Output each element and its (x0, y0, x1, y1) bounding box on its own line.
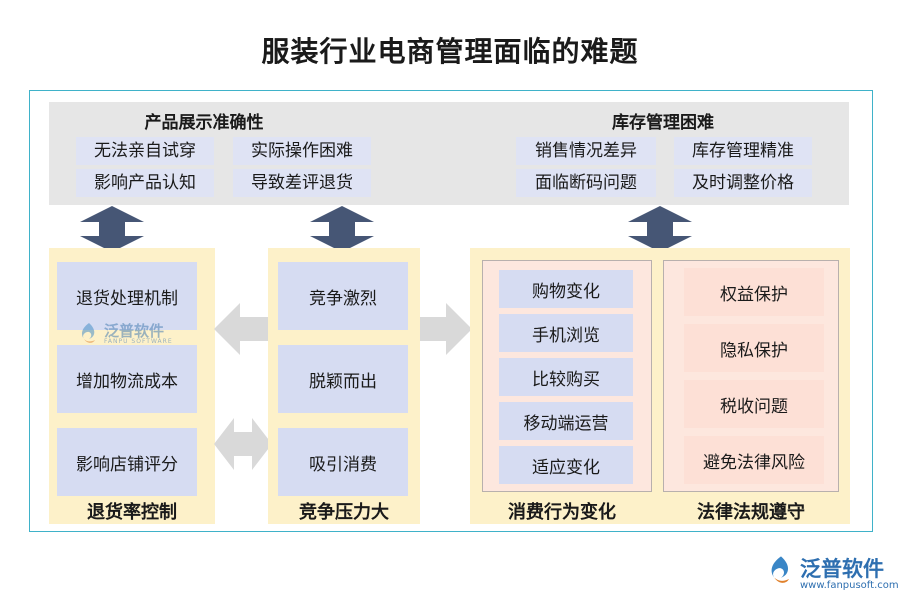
item-rights-protection: 权益保护 (684, 268, 824, 316)
watermark-center: 泛普软件 FANPU SOFTWARE (78, 320, 208, 350)
fanpu-logo-icon (81, 323, 95, 343)
item-avoid-legal-risk: 避免法律风险 (684, 436, 824, 484)
item-tax-issues: 税收问题 (684, 380, 824, 428)
box-attract-consumers: 吸引消费 (278, 428, 408, 496)
panel-label-competition: 竞争压力大 (299, 502, 389, 523)
box-stand-out: 脱颖而出 (278, 345, 408, 413)
box-logistics-cost: 增加物流成本 (57, 345, 197, 413)
double-arrow-vertical-left (80, 206, 144, 252)
double-arrow-vertical-right (628, 206, 692, 252)
tag-adjust-price: 及时调整价格 (674, 169, 812, 197)
watermark-center-sub: FANPU SOFTWARE (104, 338, 173, 345)
double-arrow-horizontal-grey (214, 418, 272, 470)
tag-inventory-precision: 库存管理精准 (674, 137, 812, 165)
tag-hard-to-operate: 实际操作困难 (233, 137, 371, 165)
section-title-product-display: 产品展示准确性 (144, 113, 264, 133)
panel-label-legal-compliance: 法律法规遵守 (697, 502, 805, 523)
box-fierce-competition: 竞争激烈 (278, 262, 408, 330)
arrow-left-grey (214, 303, 272, 355)
tag-sales-differences: 销售情况差异 (516, 137, 656, 165)
fanpu-corner-logo-icon (771, 556, 789, 583)
panel-label-return-rate: 退货率控制 (87, 502, 177, 523)
item-mobile-browsing: 手机浏览 (499, 314, 633, 352)
item-compare-purchase: 比较购买 (499, 358, 633, 396)
arrow-right-grey (420, 303, 472, 355)
tag-affects-perception: 影响产品认知 (76, 169, 214, 197)
diagram-frame (29, 90, 873, 532)
item-adapt-change: 适应变化 (499, 446, 633, 484)
tag-size-shortage: 面临断码问题 (516, 169, 656, 197)
section-title-inventory: 库存管理困难 (612, 113, 714, 133)
item-shopping-change: 购物变化 (499, 270, 633, 308)
double-arrow-vertical-middle (310, 206, 374, 252)
box-return-mechanism: 退货处理机制 (57, 262, 197, 330)
item-mobile-operation: 移动端运营 (499, 402, 633, 440)
watermark-center-name: 泛普软件 (104, 322, 165, 340)
panel-label-consumer-behavior: 消费行为变化 (508, 502, 616, 523)
tag-bad-reviews-returns: 导致差评退货 (233, 169, 371, 197)
page-title: 服装行业电商管理面临的难题 (261, 35, 639, 68)
corner-logo: 泛普软件 www.fanpusoft.com (766, 553, 899, 595)
tag-cannot-try-on: 无法亲自试穿 (76, 137, 214, 165)
item-privacy-protection: 隐私保护 (684, 324, 824, 372)
corner-logo-name: 泛普软件 (800, 557, 884, 581)
corner-logo-url: www.fanpusoft.com (800, 580, 899, 591)
box-store-rating: 影响店铺评分 (57, 428, 197, 496)
